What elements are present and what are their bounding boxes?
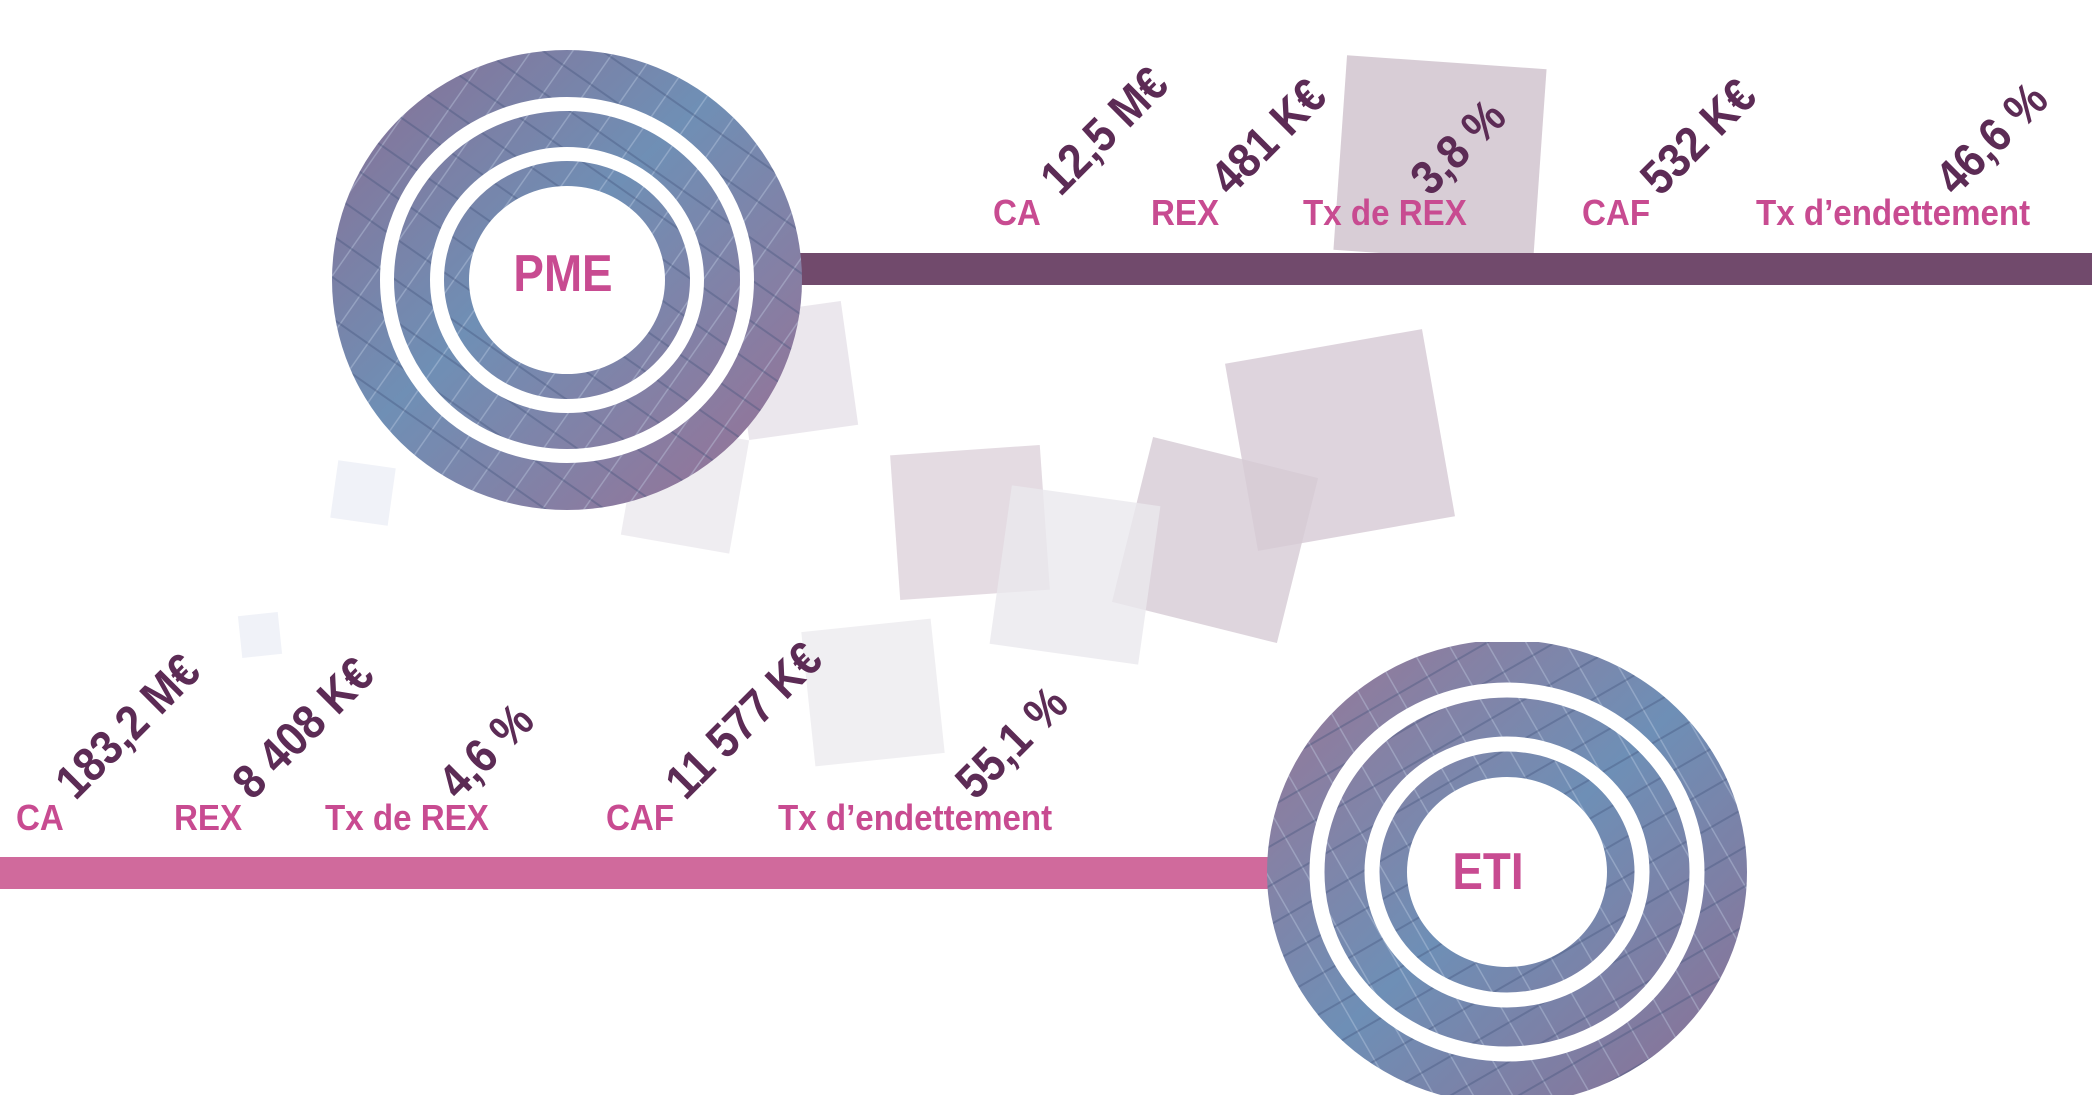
eti-ring-emblem bbox=[1250, 642, 1765, 1095]
eti-title: ETI bbox=[1452, 843, 1524, 901]
pme-tx-rex-label: Tx de REX bbox=[1303, 192, 1467, 233]
eti-tx-endettement-label: Tx d’endettement bbox=[778, 797, 1053, 838]
decor-square bbox=[989, 485, 1161, 665]
pme-rex-label: REX bbox=[1151, 192, 1220, 233]
pme-ring-emblem bbox=[327, 45, 807, 515]
eti-rex-label: REX bbox=[174, 797, 243, 838]
decor-square bbox=[237, 612, 283, 658]
pme-caf-label: CAF bbox=[1582, 192, 1651, 233]
eti-tx-rex-label: Tx de REX bbox=[325, 797, 489, 838]
decor-square bbox=[801, 618, 945, 767]
eti-bar bbox=[0, 857, 1290, 889]
pme-title: PME bbox=[513, 245, 613, 303]
eti-caf-label: CAF bbox=[606, 797, 675, 838]
eti-ca-label: CA bbox=[16, 797, 64, 838]
pme-bar bbox=[790, 253, 2092, 285]
pme-tx-endettement-label: Tx d’endettement bbox=[1756, 192, 2031, 233]
pme-ca-label: CA bbox=[993, 192, 1041, 233]
